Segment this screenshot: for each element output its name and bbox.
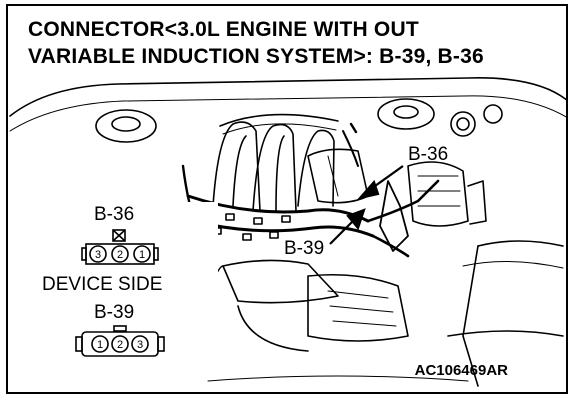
b36-pin [89, 245, 107, 263]
b36-connector-face: 3 2 1 [81, 229, 159, 265]
b39-arrowhead [346, 208, 366, 231]
b39-pin [91, 335, 109, 353]
b36-pin-label: 3 [95, 249, 101, 261]
b36-lock-tab [112, 229, 126, 242]
b36-connector-label: B-36 [94, 204, 135, 225]
b36-engine-label: B-36 [408, 144, 449, 165]
b36-arrowhead [356, 179, 380, 200]
b39-pin-label: 2 [117, 339, 123, 351]
b39-engine-label: B-39 [284, 238, 325, 259]
b39-pin-label: 1 [97, 339, 103, 351]
diagram-frame: CONNECTOR<3.0L ENGINE WITH OUT VARIABLE … [6, 4, 568, 394]
b39-connector-face: 1 2 3 [75, 325, 165, 357]
b39-pin [131, 335, 149, 353]
b36-pin-label: 1 [139, 249, 145, 261]
callout-arrows [329, 165, 404, 245]
b39-leader-line [329, 217, 357, 245]
b39-pin [111, 335, 129, 353]
title-line-2: VARIABLE INDUCTION SYSTEM>: B-39, B-36 [28, 45, 484, 68]
b36-pin [111, 245, 129, 263]
b39-lock-tab [113, 325, 127, 332]
device-side-label: DEVICE SIDE [42, 274, 163, 295]
title-line-1: CONNECTOR<3.0L ENGINE WITH OUT [28, 18, 419, 41]
b39-pin-label: 3 [137, 339, 143, 351]
figure-reference-code: AC106469AR [414, 362, 508, 379]
diagram-title: CONNECTOR<3.0L ENGINE WITH OUT VARIABLE … [28, 16, 566, 70]
b36-pin-label: 2 [117, 249, 123, 261]
b39-connector-label: B-39 [94, 302, 135, 323]
b36-pin [133, 245, 151, 263]
